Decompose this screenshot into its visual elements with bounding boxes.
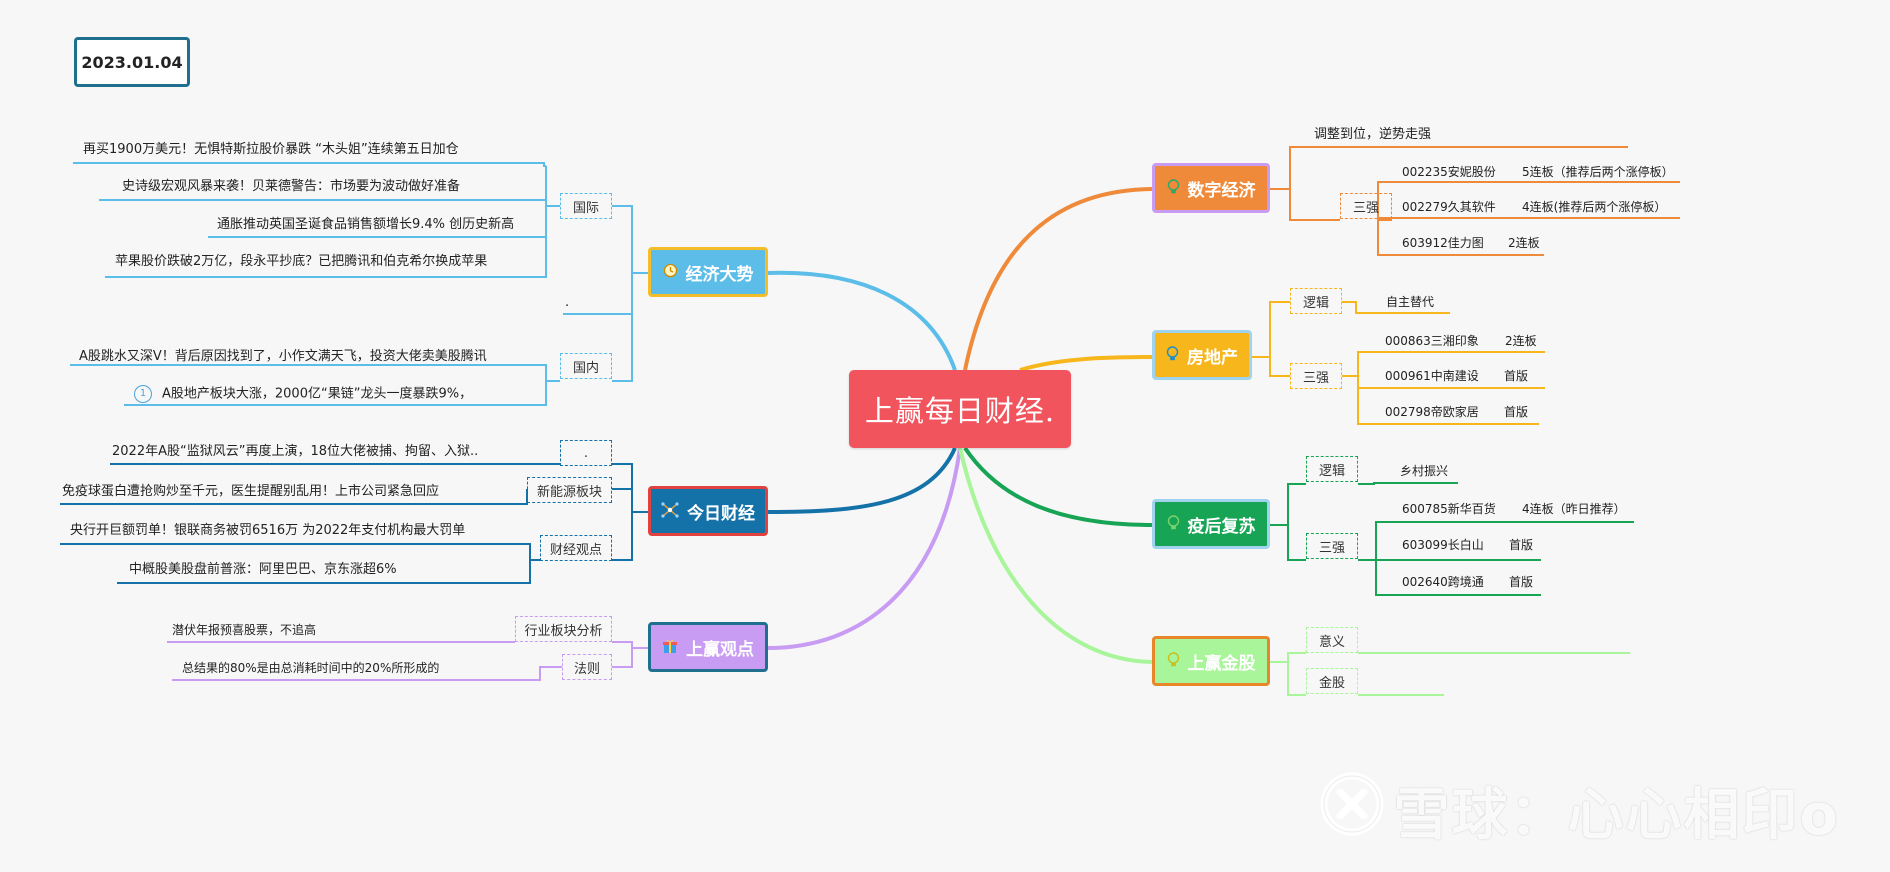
cat-guonei[interactable]: 国内 (560, 353, 612, 379)
date-label: 2023.01.04 (74, 37, 190, 87)
topic-guandian[interactable]: 上赢观点 (648, 622, 768, 672)
view-1[interactable]: 潜伏年报预喜股票，不追高 (172, 623, 317, 637)
topic-fangdichan[interactable]: 房地产 (1152, 330, 1252, 380)
bulb-icon (1166, 345, 1179, 365)
task-number-badge: 1 (134, 385, 152, 403)
bulb-icon (1167, 514, 1180, 534)
link-center-yihou (963, 446, 1153, 527)
topic-shuzi[interactable]: 数字经济 (1152, 163, 1270, 213)
shuzi-stock-1-note: 5连板（推荐后两个涨停板） (1522, 165, 1674, 179)
news-jinri-1[interactable]: 2022年A股“监狱风云”再度上演，18位大佬被捕、拘留、入狱.. (112, 444, 479, 459)
topic-fangdichan-label: 房地产 (1187, 347, 1238, 368)
cat-jingu-gold[interactable]: 金股 (1306, 668, 1358, 694)
yihou-logic-text: 乡村振兴 (1400, 464, 1449, 478)
view-2[interactable]: 总结果的80%是由总消耗时间中的20%所形成的 (182, 661, 440, 675)
links-jingji (70, 162, 648, 406)
cat-industry[interactable]: 行业板块分析 (515, 616, 612, 642)
fangdichan-stock-3-name[interactable]: 002798帝欧家居 (1385, 405, 1479, 419)
fangdichan-stock-3-note: 首版 (1504, 405, 1529, 419)
shuzi-stock-1-name[interactable]: 002235安妮股份 (1402, 165, 1496, 179)
xueqiu-logo-icon (1320, 772, 1384, 850)
cat-guoji[interactable]: 国际 (560, 193, 612, 219)
cat-dot-jingji: . (565, 295, 570, 310)
cat-dot-jinri[interactable]: . (560, 440, 612, 466)
link-center-fangdichan (1019, 355, 1153, 372)
cat-yihou-sanqiang[interactable]: 三强 (1306, 533, 1358, 559)
topic-yihou-label: 疫后复苏 (1187, 516, 1256, 537)
topic-shuzi-label: 数字经济 (1187, 180, 1256, 201)
gift-icon (662, 638, 678, 657)
topic-jingu-label: 上赢金股 (1187, 653, 1256, 674)
cat-shuzi-sanqiang[interactable]: 三强 (1340, 193, 1392, 219)
links-guandian (167, 641, 648, 681)
shuzi-stock-3-note: 2连板 (1508, 236, 1540, 250)
shuzi-stock-2-note: 4连板(推荐后两个涨停板） (1522, 200, 1667, 214)
fangdichan-stock-1-name[interactable]: 000863三湘印象 (1385, 334, 1479, 348)
yihou-stock-1-name[interactable]: 600785新华百货 (1402, 502, 1496, 516)
links-yihou (1270, 482, 1634, 596)
news-guonei-1[interactable]: A股跳水又深V！背后原因找到了，小作文满天飞，投资大佬卖美股腾讯 (79, 349, 487, 364)
fangdichan-stock-2-name[interactable]: 000961中南建设 (1385, 369, 1479, 383)
fangdichan-logic-text: 自主替代 (1386, 295, 1435, 309)
links-fangdichan (1252, 301, 1545, 425)
news-guoji-2[interactable]: 史诗级宏观风暴来袭！贝莱德警告：市场要为波动做好准备 (122, 179, 461, 194)
cat-fangdichan-logic[interactable]: 逻辑 (1290, 288, 1342, 314)
cat-energy[interactable]: 新能源板块 (527, 477, 612, 503)
link-center-jingu (958, 447, 1153, 664)
bulb-icon (1167, 178, 1180, 198)
yihou-stock-2-note: 首版 (1509, 538, 1534, 552)
cat-yihou-logic[interactable]: 逻辑 (1306, 456, 1358, 482)
topic-guandian-label: 上赢观点 (686, 639, 754, 660)
cat-rule[interactable]: 法则 (562, 654, 612, 680)
links-jingu (1270, 652, 1630, 696)
link-center-jingji (767, 270, 957, 371)
link-center-guandian (767, 447, 962, 650)
cat-jingu-meaning[interactable]: 意义 (1306, 627, 1358, 653)
news-jinri-3[interactable]: 央行开巨额罚单！银联商务被罚6516万 为2022年支付机构最大罚单 (70, 523, 466, 538)
news-jinri-4[interactable]: 中概股美股盘前普涨：阿里巴巴、京东涨超6% (129, 562, 397, 577)
shuzi-stock-2-name[interactable]: 002279久其软件 (1402, 200, 1496, 214)
news-jinri-2[interactable]: 免疫球蛋白遭抢购炒至千元，医生提醒别乱用！上市公司紧急回应 (62, 484, 440, 499)
topic-jingu[interactable]: 上赢金股 (1152, 636, 1270, 686)
fangdichan-stock-2-note: 首版 (1504, 369, 1529, 383)
center-topic[interactable]: 上赢每日财经. (849, 370, 1071, 448)
yihou-stock-1-note: 4连板（昨日推荐） (1522, 502, 1626, 516)
yihou-stock-2-name[interactable]: 603099长白山 (1402, 538, 1484, 552)
watermark-text: 雪球：心心相印o (1393, 783, 1840, 848)
news-guoji-3[interactable]: 通胀推动英国圣诞食品销售额增长9.4% 创历史新高 (217, 217, 515, 232)
cat-fangdichan-sanqiang[interactable]: 三强 (1290, 363, 1342, 389)
xueqiu-watermark: 雪球：心心相印o (1320, 770, 1840, 851)
yihou-stock-3-name[interactable]: 002640跨境通 (1402, 575, 1484, 589)
link-center-shuzi (963, 187, 1153, 371)
cat-view[interactable]: 财经观点 (540, 535, 612, 561)
topic-jinri-label: 今日财经 (687, 503, 755, 524)
fangdichan-stock-1-note: 2连板 (1505, 334, 1537, 348)
topic-jingji-label: 经济大势 (685, 264, 754, 285)
clock-icon (663, 263, 678, 281)
news-guoji-1[interactable]: 再买1900万美元！无惧特斯拉股价暴跌 “木头姐”连续第五日加仓 (83, 142, 459, 157)
news-guoji-4[interactable]: 苹果股价跌破2万亿，段永平抄底？已把腾讯和伯克希尔换成苹果 (115, 254, 488, 269)
bulb-icon (1167, 651, 1180, 671)
topic-jingji[interactable]: 经济大势 (648, 247, 768, 297)
network-icon (661, 501, 679, 521)
topic-jinri[interactable]: 今日财经 (648, 486, 768, 536)
shuzi-top-text[interactable]: 调整到位，逆势走强 (1314, 127, 1432, 142)
link-center-jinri (767, 447, 957, 514)
shuzi-stock-3-name[interactable]: 603912佳力图 (1402, 236, 1484, 250)
yihou-stock-3-note: 首版 (1509, 575, 1534, 589)
topic-yihou[interactable]: 疫后复苏 (1152, 499, 1270, 549)
